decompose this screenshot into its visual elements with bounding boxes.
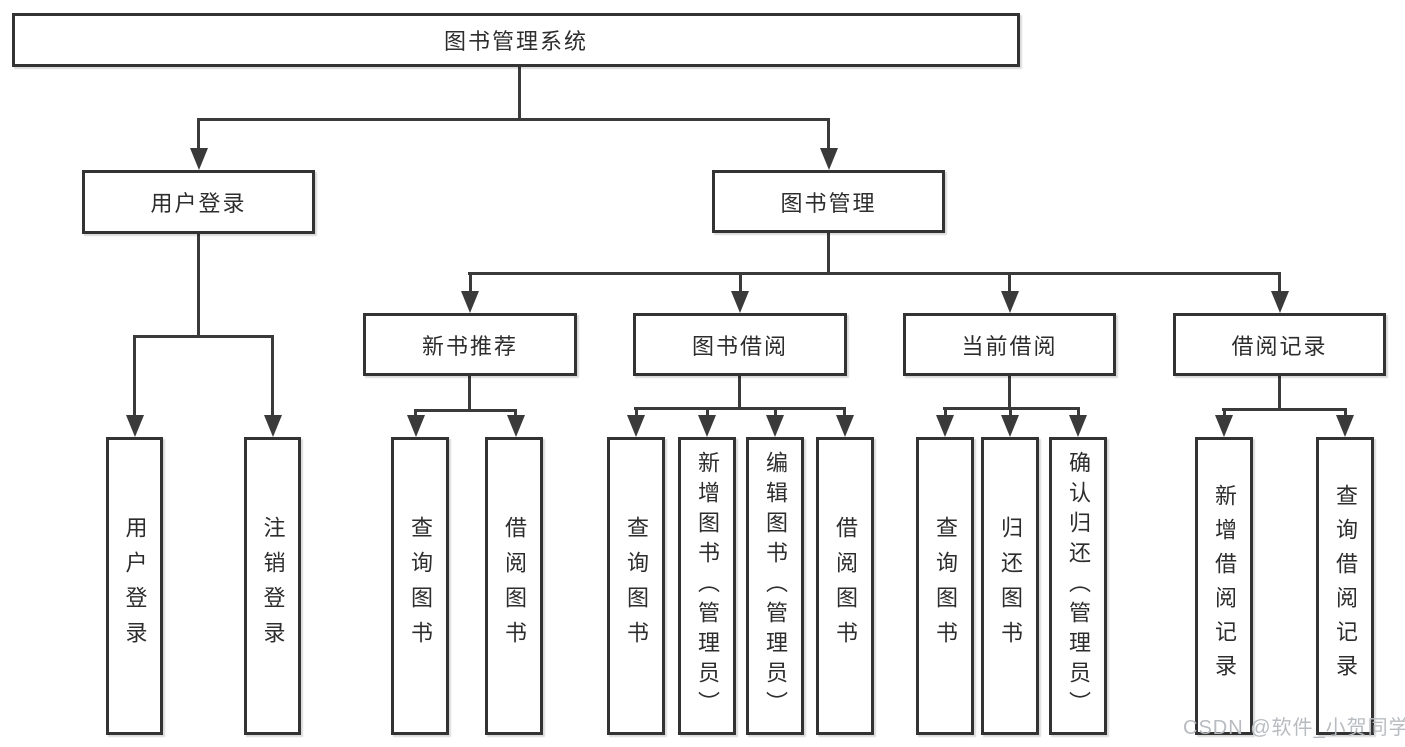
node-label: 图书管理: [780, 190, 877, 216]
leaf-label: 用户登录: [122, 516, 148, 656]
connector-line: [468, 376, 471, 409]
arrow-head-icon: [406, 415, 425, 437]
leaf-label: 编辑图书（管理员）: [763, 451, 788, 721]
arrow-head-icon: [125, 415, 144, 437]
leaf-label: 归还图书: [998, 516, 1023, 656]
connector-line: [197, 118, 830, 121]
connector-line: [738, 376, 741, 407]
node-label: 新书推荐: [421, 333, 518, 359]
node-label: 图书管理系统: [443, 29, 588, 54]
connector-line: [414, 409, 517, 412]
leaf-return-books: 归还图书: [981, 437, 1039, 735]
leaf-borrow-books-2: 借阅图书: [816, 437, 874, 735]
node-borrow-records: 借阅记录: [1173, 313, 1386, 376]
leaf-query-books-3: 查询图书: [916, 437, 974, 735]
leaf-edit-book-admin: 编辑图书（管理员）: [746, 437, 804, 735]
connector-line: [133, 335, 274, 338]
arrow-head-icon: [461, 291, 479, 313]
node-user-login: 用户登录: [82, 170, 315, 234]
arrow-head-icon: [263, 415, 282, 437]
node-book-management: 图书管理: [712, 170, 945, 233]
connector-line: [133, 335, 136, 415]
leaf-label: 查询图书: [624, 516, 649, 656]
leaf-add-book-admin: 新增图书（管理员）: [678, 437, 736, 735]
connector-line: [1278, 272, 1281, 291]
arrow-head-icon: [1001, 415, 1019, 437]
leaf-user-login: 用户登录: [106, 437, 163, 735]
arrow-head-icon: [506, 415, 525, 437]
leaf-label: 新增借阅记录: [1212, 484, 1237, 688]
arrow-head-icon: [731, 291, 749, 313]
connector-line: [634, 407, 638, 415]
node-label: 用户登录: [150, 191, 247, 216]
connector-line: [773, 407, 777, 415]
connector-line: [518, 67, 521, 118]
leaf-label: 借阅图书: [833, 516, 858, 656]
node-book-borrow: 图书借阅: [633, 313, 847, 376]
node-current-borrow: 当前借阅: [903, 313, 1116, 376]
connector-line: [738, 272, 742, 291]
connector-line: [1222, 408, 1347, 411]
connector-line: [197, 234, 200, 335]
connector-line: [468, 272, 1281, 275]
leaf-add-borrow-record: 新增借阅记录: [1195, 437, 1253, 735]
arrow-head-icon: [1000, 291, 1019, 313]
connector-line: [943, 407, 947, 415]
connector-line: [1076, 407, 1080, 415]
connector-line: [197, 118, 200, 148]
leaf-label: 查询借阅记录: [1333, 484, 1358, 688]
connector-line: [827, 233, 830, 272]
connector-line: [1008, 272, 1011, 291]
connector-line: [634, 407, 846, 410]
connector-line: [271, 335, 274, 415]
connector-line: [1222, 408, 1226, 415]
connector-line: [468, 272, 472, 291]
arrow-head-icon: [627, 415, 645, 437]
connector-line: [1008, 407, 1012, 415]
connector-line: [705, 407, 709, 415]
arrow-head-icon: [835, 415, 854, 437]
arrow-head-icon: [936, 415, 954, 437]
connector-line: [1278, 376, 1281, 408]
leaf-logout: 注销登录: [244, 437, 301, 735]
node-root: 图书管理系统: [12, 13, 1020, 67]
connector-line: [1343, 408, 1347, 415]
leaf-borrow-books-1: 借阅图书: [485, 437, 543, 735]
leaf-label: 查询图书: [933, 516, 958, 656]
arrow-head-icon: [1069, 415, 1087, 437]
arrow-head-icon: [1336, 415, 1354, 437]
connector-line: [827, 118, 830, 148]
leaf-label: 借阅图书: [502, 516, 527, 656]
arrow-head-icon: [1270, 291, 1289, 313]
connector-line: [414, 409, 417, 415]
leaf-label: 注销登录: [260, 516, 286, 656]
leaf-label: 新增图书（管理员）: [695, 451, 720, 721]
arrow-head-icon: [1215, 415, 1233, 437]
leaf-label: 查询图书: [408, 516, 433, 656]
leaf-query-books-1: 查询图书: [391, 437, 449, 735]
watermark: CSDN @软件_小贺同学: [1183, 717, 1405, 739]
arrow-head-icon: [819, 148, 838, 170]
arrow-head-icon: [189, 148, 208, 170]
node-label: 借阅记录: [1231, 333, 1328, 359]
node-new-book-recommend: 新书推荐: [363, 313, 577, 376]
connector-line: [1008, 376, 1011, 407]
connector-line: [514, 409, 517, 415]
node-label: 当前借阅: [961, 333, 1058, 359]
connector-line: [843, 407, 846, 415]
leaf-query-borrow-record: 查询借阅记录: [1316, 437, 1374, 735]
node-label: 图书借阅: [691, 333, 788, 359]
leaf-confirm-return-admin: 确认归还（管理员）: [1049, 437, 1107, 735]
arrow-head-icon: [698, 415, 716, 437]
leaf-query-books-2: 查询图书: [607, 437, 665, 735]
leaf-label: 确认归还（管理员）: [1066, 451, 1091, 721]
arrow-head-icon: [766, 415, 784, 437]
connector-line: [943, 407, 1080, 410]
